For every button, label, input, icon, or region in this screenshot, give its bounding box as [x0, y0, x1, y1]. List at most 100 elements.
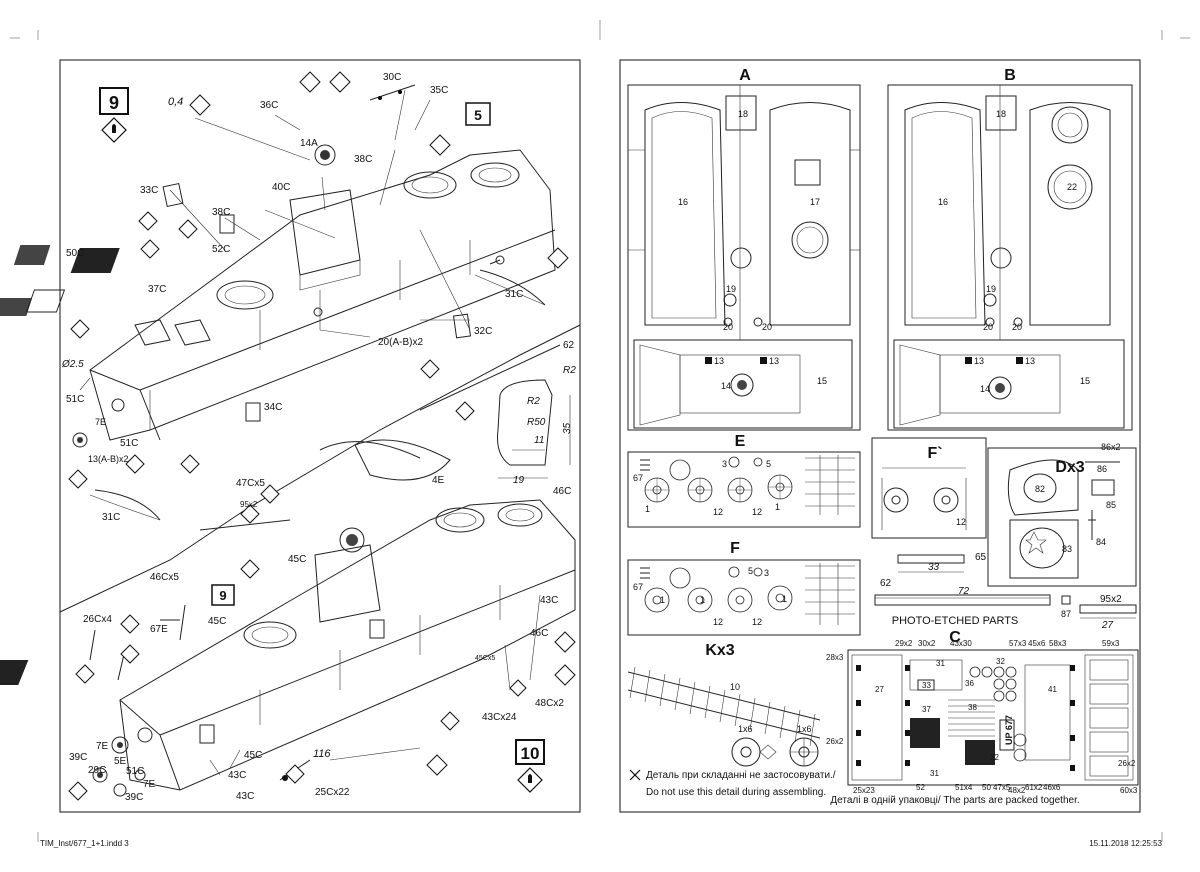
- svg-text:34C: 34C: [264, 402, 282, 413]
- svg-text:UP 677: UP 677: [1004, 715, 1014, 745]
- svg-text:20: 20: [723, 322, 733, 332]
- svg-text:35C: 35C: [430, 85, 448, 96]
- svg-text:62: 62: [563, 340, 575, 351]
- svg-text:50: 50: [982, 783, 991, 792]
- svg-text:1: 1: [782, 594, 787, 604]
- svg-text:67: 67: [633, 473, 643, 483]
- svg-text:20: 20: [762, 322, 772, 332]
- svg-text:18: 18: [996, 109, 1006, 119]
- svg-text:27: 27: [1101, 620, 1114, 631]
- tool-icons: [68, 71, 576, 801]
- legend-en: Do not use this detail during assembling…: [646, 787, 826, 798]
- svg-text:51C: 51C: [66, 394, 84, 405]
- svg-text:31: 31: [930, 769, 939, 778]
- svg-text:86: 86: [1097, 464, 1107, 474]
- svg-text:1: 1: [775, 502, 780, 512]
- svg-text:32C: 32C: [474, 326, 492, 337]
- svg-text:95x2: 95x2: [1100, 594, 1122, 605]
- svg-text:82: 82: [1035, 484, 1045, 494]
- svg-text:67E: 67E: [150, 624, 168, 635]
- svg-text:12: 12: [713, 617, 723, 627]
- hull-lower: [0, 499, 576, 797]
- svg-text:116: 116: [313, 748, 331, 760]
- svg-text:15: 15: [817, 376, 827, 386]
- svg-text:29C: 29C: [88, 765, 106, 776]
- svg-text:10: 10: [521, 744, 540, 763]
- svg-text:5: 5: [766, 459, 771, 469]
- svg-text:16: 16: [938, 197, 948, 207]
- sprue-f: F: [627, 540, 861, 636]
- svg-text:16: 16: [678, 197, 688, 207]
- svg-text:31: 31: [936, 659, 945, 668]
- svg-text:30C: 30C: [383, 72, 401, 83]
- svg-text:31C: 31C: [102, 512, 120, 523]
- svg-text:32: 32: [996, 657, 1005, 666]
- svg-text:32: 32: [990, 753, 999, 762]
- svg-text:13(A-B)x2: 13(A-B)x2: [88, 454, 129, 464]
- legend: Деталь при складанні не застосовувати./ …: [629, 769, 836, 798]
- sprue-a: A: [627, 67, 861, 431]
- svg-text:60x3: 60x3: [1120, 786, 1138, 795]
- hull-upper: [0, 84, 561, 521]
- svg-text:1: 1: [645, 504, 650, 514]
- svg-text:14A: 14A: [300, 138, 318, 149]
- svg-text:15: 15: [1080, 376, 1090, 386]
- svg-text:12: 12: [752, 617, 762, 627]
- svg-text:43C: 43C: [540, 595, 558, 606]
- svg-text:41: 41: [1048, 685, 1057, 694]
- svg-text:58x3: 58x3: [1049, 639, 1067, 648]
- svg-text:39C: 39C: [69, 752, 87, 763]
- sprue-b: B: [887, 67, 1133, 431]
- svg-text:F`: F`: [927, 445, 942, 462]
- svg-text:18: 18: [738, 109, 748, 119]
- svg-text:45C: 45C: [244, 750, 262, 761]
- svg-text:25Cx22: 25Cx22: [315, 787, 350, 798]
- svg-text:14: 14: [980, 384, 990, 394]
- svg-text:36: 36: [965, 679, 974, 688]
- svg-text:R2: R2: [563, 365, 576, 376]
- svg-text:13: 13: [769, 356, 779, 366]
- sprue-e: E: [627, 433, 861, 528]
- right-page-frame: [619, 59, 1141, 813]
- svg-text:Ø2.5: Ø2.5: [61, 359, 84, 370]
- photo-etched: PHOTO-ETCHED PARTS C: [847, 615, 1139, 786]
- left-labels: 0,4 36C 30C 35C 14A 38C 40C 33C 38C 50C …: [61, 72, 576, 803]
- svg-text:26Cx4: 26Cx4: [83, 614, 112, 625]
- svg-text:48x2: 48x2: [1008, 786, 1026, 795]
- svg-text:57x3: 57x3: [1009, 639, 1027, 648]
- footer-timestamp: 15.11.2018 12:25:53: [1089, 839, 1162, 848]
- step-10-marker: 10: [515, 739, 545, 793]
- crop-marks: [10, 20, 1190, 842]
- svg-text:5E: 5E: [114, 756, 127, 767]
- svg-text:51C: 51C: [120, 438, 138, 449]
- svg-text:E: E: [735, 433, 746, 450]
- svg-text:40C: 40C: [272, 182, 290, 193]
- svg-text:13: 13: [1025, 356, 1035, 366]
- photo-etched-note: Деталі в одній упаковці/ The parts are p…: [830, 795, 1079, 806]
- svg-text:45C: 45C: [208, 616, 226, 627]
- svg-text:39C: 39C: [125, 792, 143, 803]
- svg-text:9: 9: [219, 588, 226, 603]
- svg-text:28x3: 28x3: [826, 653, 844, 662]
- svg-text:86x2: 86x2: [1101, 442, 1121, 452]
- svg-text:84: 84: [1096, 537, 1106, 547]
- svg-text:3: 3: [764, 568, 769, 578]
- svg-text:4E: 4E: [432, 475, 445, 486]
- svg-text:50C: 50C: [66, 248, 84, 259]
- svg-text:36C: 36C: [260, 100, 278, 111]
- svg-text:87: 87: [1061, 609, 1071, 619]
- svg-text:33C: 33C: [140, 185, 158, 196]
- sprue-k: Kx3 10 1x6 1x6: [627, 642, 821, 767]
- svg-text:26x2: 26x2: [1118, 759, 1136, 768]
- svg-text:45x6: 45x6: [1028, 639, 1046, 648]
- svg-text:43C: 43C: [228, 770, 246, 781]
- svg-text:43C: 43C: [236, 791, 254, 802]
- svg-text:5: 5: [474, 107, 482, 123]
- svg-text:19: 19: [986, 284, 996, 294]
- glass-template: [319, 379, 571, 481]
- svg-text:25x23: 25x23: [853, 786, 875, 795]
- svg-text:61x2: 61x2: [1025, 783, 1043, 792]
- svg-text:12: 12: [956, 517, 966, 527]
- svg-text:30x2: 30x2: [918, 639, 936, 648]
